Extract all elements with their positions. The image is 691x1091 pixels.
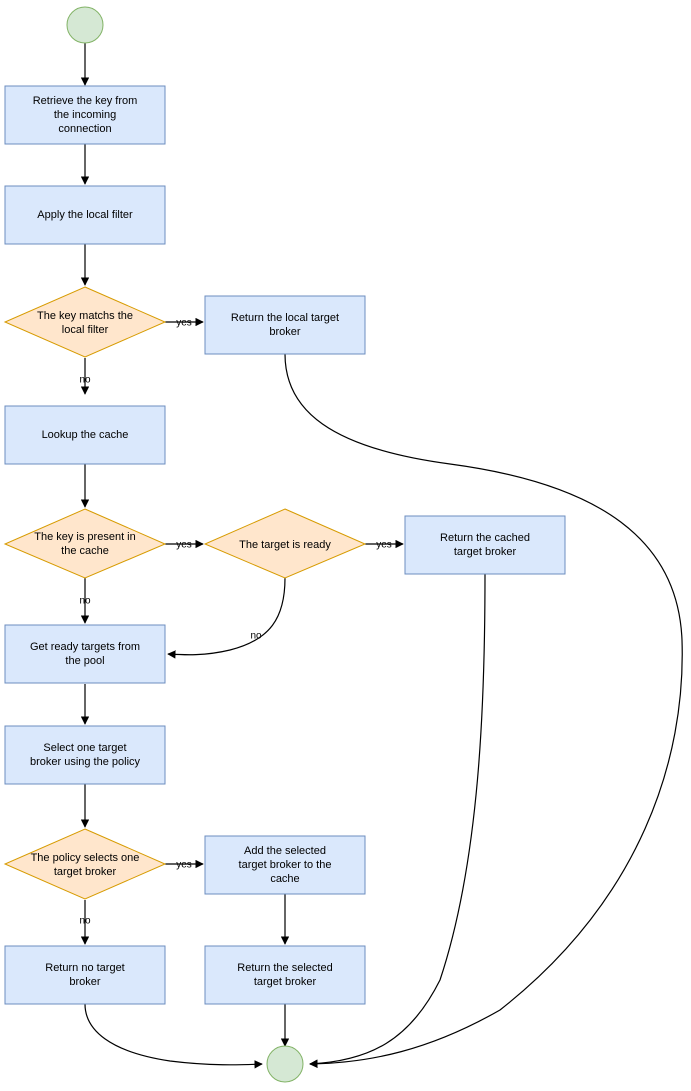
select-target-box[interactable] bbox=[4, 725, 166, 785]
edge-return-cached-to-end bbox=[309, 573, 486, 1068]
return-cached-target-label-line-2: target broker bbox=[454, 546, 517, 558]
lookup-cache-box[interactable] bbox=[4, 405, 166, 465]
select-target-label-line-2: broker using the policy bbox=[30, 756, 141, 768]
node-retrieve-key[interactable]: Retrieve the key from the incoming conne… bbox=[4, 85, 166, 145]
return-no-target-label-line-1: Return no target bbox=[45, 962, 125, 974]
edge-label-filter-no: no bbox=[79, 375, 91, 386]
node-key-matches-filter[interactable]: The key matchs the local filter bbox=[3, 286, 167, 358]
get-ready-targets-label-line-1: Get ready targets from bbox=[30, 641, 140, 653]
lookup-cache-label: Lookup the cache bbox=[42, 429, 129, 441]
node-end[interactable] bbox=[266, 1045, 304, 1083]
edge-label-filter-yes: yes bbox=[176, 318, 192, 329]
node-return-selected-target[interactable]: Return the selected target broker bbox=[204, 945, 366, 1005]
return-selected-target-label-line-2: target broker bbox=[254, 976, 317, 988]
retrieve-key-label-line-1: Retrieve the key from bbox=[33, 95, 138, 107]
add-to-cache-label-line-2: target broker to the bbox=[239, 859, 332, 871]
return-no-target-box[interactable] bbox=[4, 945, 166, 1005]
node-add-to-cache[interactable]: Add the selected target broker to the ca… bbox=[204, 835, 366, 895]
node-get-ready-targets[interactable]: Get ready targets from the pool bbox=[4, 624, 166, 684]
get-ready-targets-box[interactable] bbox=[4, 624, 166, 684]
return-cached-target-box[interactable] bbox=[404, 515, 566, 575]
edge-return-local-to-end bbox=[284, 353, 683, 1069]
retrieve-key-box[interactable] bbox=[4, 85, 166, 145]
return-local-target-box[interactable] bbox=[204, 295, 366, 355]
apply-filter-box[interactable] bbox=[4, 185, 166, 245]
edge-label-cache-yes: yes bbox=[176, 540, 192, 551]
add-to-cache-label-line-1: Add the selected bbox=[244, 845, 326, 857]
start-circle[interactable] bbox=[66, 6, 104, 44]
node-return-cached-target[interactable]: Return the cached target broker bbox=[404, 515, 566, 575]
retrieve-key-label-line-3: connection bbox=[58, 123, 111, 135]
node-select-target[interactable]: Select one target broker using the polic… bbox=[4, 725, 166, 785]
edge-labels-layer: yes no yes no yes no yes no bbox=[79, 318, 391, 927]
key-in-cache-label-line-1: The key is present in bbox=[34, 531, 136, 543]
key-matches-filter-label-line-1: The key matchs the bbox=[37, 310, 133, 322]
retrieve-key-label-line-2: the incoming bbox=[54, 109, 116, 121]
policy-selects-label-line-2: target broker bbox=[54, 866, 117, 878]
policy-selects-label-line-1: The policy selects one bbox=[31, 852, 140, 864]
apply-filter-label: Apply the local filter bbox=[37, 209, 133, 221]
edges-layer bbox=[80, 43, 683, 1069]
select-target-label-line-1: Select one target bbox=[43, 742, 126, 754]
key-in-cache-label-line-2: the cache bbox=[61, 545, 109, 557]
edge-label-ready-yes: yes bbox=[376, 540, 392, 551]
edge-return-no-target-to-end bbox=[84, 1003, 263, 1069]
target-ready-diamond[interactable] bbox=[203, 508, 367, 579]
target-ready-label: The target is ready bbox=[239, 539, 331, 551]
return-selected-target-box[interactable] bbox=[204, 945, 366, 1005]
node-key-in-cache[interactable]: The key is present in the cache bbox=[3, 508, 167, 579]
add-to-cache-label-line-3: cache bbox=[270, 873, 299, 885]
return-selected-target-label-line-1: Return the selected bbox=[237, 962, 332, 974]
node-lookup-cache[interactable]: Lookup the cache bbox=[4, 405, 166, 465]
return-local-target-label-line-1: Return the local target bbox=[231, 312, 339, 324]
return-cached-target-label-line-1: Return the cached bbox=[440, 532, 530, 544]
return-no-target-label-line-2: broker bbox=[69, 976, 101, 988]
node-return-local-target[interactable]: Return the local target broker bbox=[204, 295, 366, 355]
key-in-cache-diamond[interactable] bbox=[3, 508, 167, 579]
edge-label-ready-no: no bbox=[250, 631, 262, 642]
return-local-target-label-line-2: broker bbox=[269, 326, 301, 338]
node-target-ready[interactable]: The target is ready bbox=[203, 508, 367, 579]
key-matches-filter-diamond[interactable] bbox=[3, 286, 167, 358]
get-ready-targets-label-line-2: the pool bbox=[65, 655, 104, 667]
edge-label-policy-no: no bbox=[79, 916, 91, 927]
add-to-cache-box[interactable] bbox=[204, 835, 366, 895]
edge-target-ready-no bbox=[167, 577, 286, 659]
edge-label-policy-yes: yes bbox=[176, 860, 192, 871]
key-matches-filter-label-line-2: local filter bbox=[62, 324, 109, 336]
policy-selects-diamond[interactable] bbox=[3, 828, 167, 900]
end-circle[interactable] bbox=[266, 1045, 304, 1083]
node-return-no-target[interactable]: Return no target broker bbox=[4, 945, 166, 1005]
node-apply-filter[interactable]: Apply the local filter bbox=[4, 185, 166, 245]
node-start[interactable] bbox=[66, 6, 104, 44]
edge-label-cache-no: no bbox=[79, 596, 91, 607]
node-policy-selects[interactable]: The policy selects one target broker bbox=[3, 828, 167, 900]
